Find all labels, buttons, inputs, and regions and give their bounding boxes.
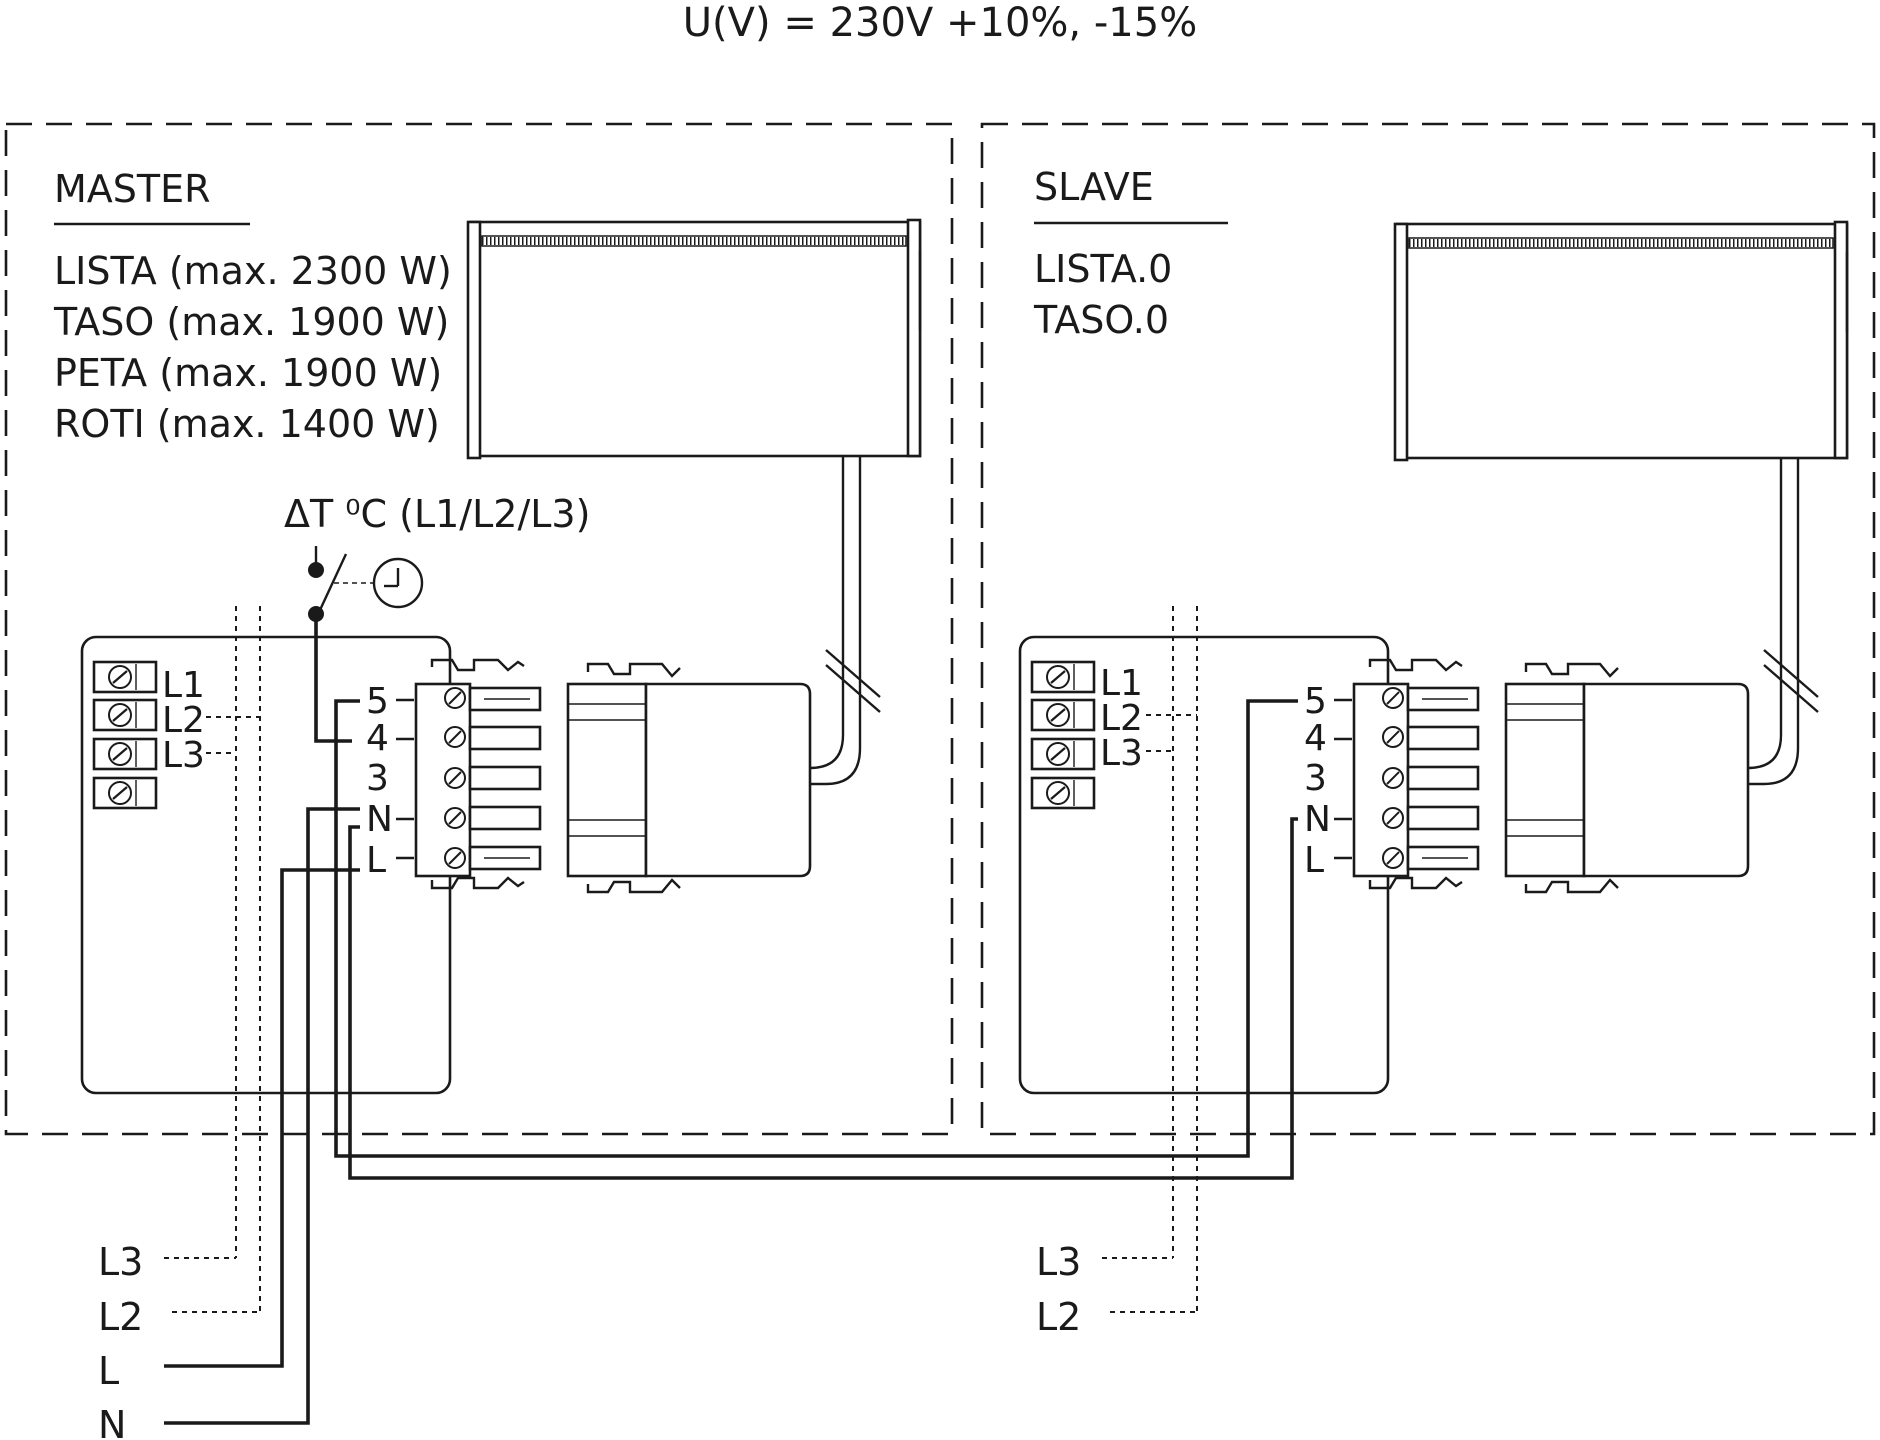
master-model-1: LISTA (max. 2300 W) — [54, 249, 452, 293]
supply-slave-l3: L3 — [1036, 1240, 1081, 1284]
slave-phase-dotted-lines — [1102, 606, 1198, 1313]
slave-pin-n: N — [1304, 799, 1331, 840]
slave-pin-4: 4 — [1304, 718, 1327, 759]
slave-model-1: LISTA.0 — [1034, 247, 1172, 291]
supply-master-l: L — [98, 1349, 119, 1393]
master-pin-l: L — [366, 840, 386, 881]
master-to-slave-neutral-wire — [348, 817, 1298, 1180]
thermostat-label: ΔT ⁰C (L1/L2/L3) — [284, 492, 590, 536]
slave-terminal-l3: L3 — [1100, 733, 1143, 774]
master-terminal-l1: L1 — [162, 665, 205, 706]
slave-terminal-block — [1030, 660, 1096, 810]
slave-title: SLAVE — [1034, 165, 1154, 209]
master-terminal-l3: L3 — [162, 735, 205, 776]
supply-slave-l2: L2 — [1036, 1295, 1081, 1339]
slave-terminal-l2: L2 — [1100, 698, 1143, 739]
thermostat-switch — [308, 546, 374, 622]
slave-pin-l: L — [1304, 840, 1324, 881]
slave-terminal-l1: L1 — [1100, 663, 1143, 704]
master-title: MASTER — [54, 167, 211, 211]
slave-pin-ticks — [1334, 698, 1352, 860]
supply-master-n: N — [98, 1403, 126, 1440]
thermostat-to-pin4-wire — [314, 614, 352, 743]
supply-master-l3: L3 — [98, 1240, 143, 1284]
slave-model-2: TASO.0 — [1033, 298, 1169, 342]
master-connector — [414, 658, 812, 894]
slave-pin-3: 3 — [1304, 758, 1327, 799]
master-pin-3: 3 — [366, 758, 389, 799]
master-model-2: TASO (max. 1900 W) — [53, 300, 449, 344]
master-phase-dotted-lines — [164, 606, 261, 1313]
slave-heater-cable — [1746, 458, 1819, 786]
master-to-slave-pilot-wire — [334, 699, 1298, 1158]
supply-l-wire — [164, 868, 360, 1368]
slave-heater — [1393, 220, 1849, 462]
voltage-spec: U(V) = 230V +10%, -15% — [683, 0, 1197, 46]
slave-pin-5: 5 — [1304, 681, 1327, 722]
master-model-3: PETA (max. 1900 W) — [54, 351, 442, 395]
slave-zone — [980, 122, 1876, 1136]
master-zone — [4, 122, 954, 1136]
master-pin-5: 5 — [366, 681, 389, 722]
clock-icon — [372, 557, 424, 609]
slave-connector — [1352, 658, 1750, 894]
master-pin-4: 4 — [366, 718, 389, 759]
supply-master-l2: L2 — [98, 1295, 143, 1339]
master-model-4: ROTI (max. 1400 W) — [54, 402, 440, 446]
supply-n-wire — [164, 807, 360, 1425]
master-heater — [466, 218, 922, 460]
master-terminal-block — [92, 660, 158, 810]
master-pin-n: N — [366, 799, 393, 840]
master-heater-cable — [808, 456, 881, 786]
master-pin-ticks — [396, 698, 414, 860]
master-terminal-l2: L2 — [162, 700, 205, 741]
